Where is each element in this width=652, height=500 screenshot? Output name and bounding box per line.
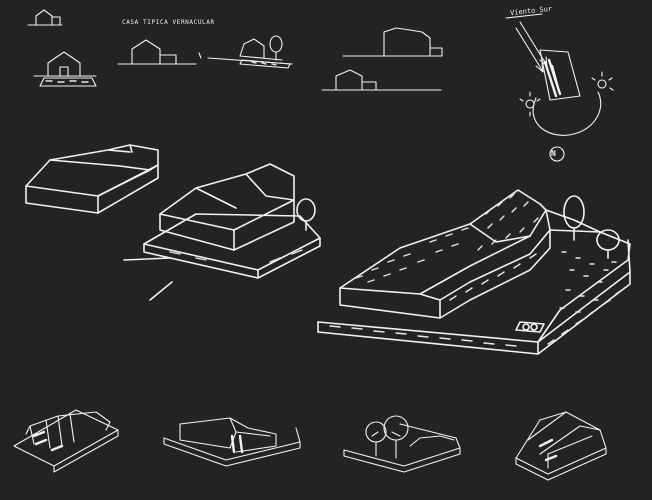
massing-sketch-1 — [25, 144, 159, 214]
vernacular-sketch-4 — [207, 35, 293, 69]
bottom-sketch-2 — [163, 417, 301, 467]
vernacular-sketch-5 — [342, 27, 443, 57]
vernacular-sketch-1 — [27, 9, 63, 26]
bottom-sketch-4 — [515, 411, 607, 481]
bottom-sketch-3 — [343, 415, 461, 473]
vernacular-sketch-2 — [33, 51, 97, 87]
massing-sketch-2 — [123, 163, 321, 301]
bottom-sketch-1 — [13, 409, 119, 473]
wind-sun-diagram — [505, 13, 614, 162]
north-label: N — [551, 149, 556, 158]
main-massing-sketch — [317, 189, 631, 355]
main-sketch-hatching — [329, 193, 623, 347]
vernacular-reference-label: CASA TIPICA VERNACULAR — [122, 19, 215, 26]
vernacular-sketch-3 — [117, 39, 202, 65]
vernacular-sketch-6 — [321, 69, 442, 91]
